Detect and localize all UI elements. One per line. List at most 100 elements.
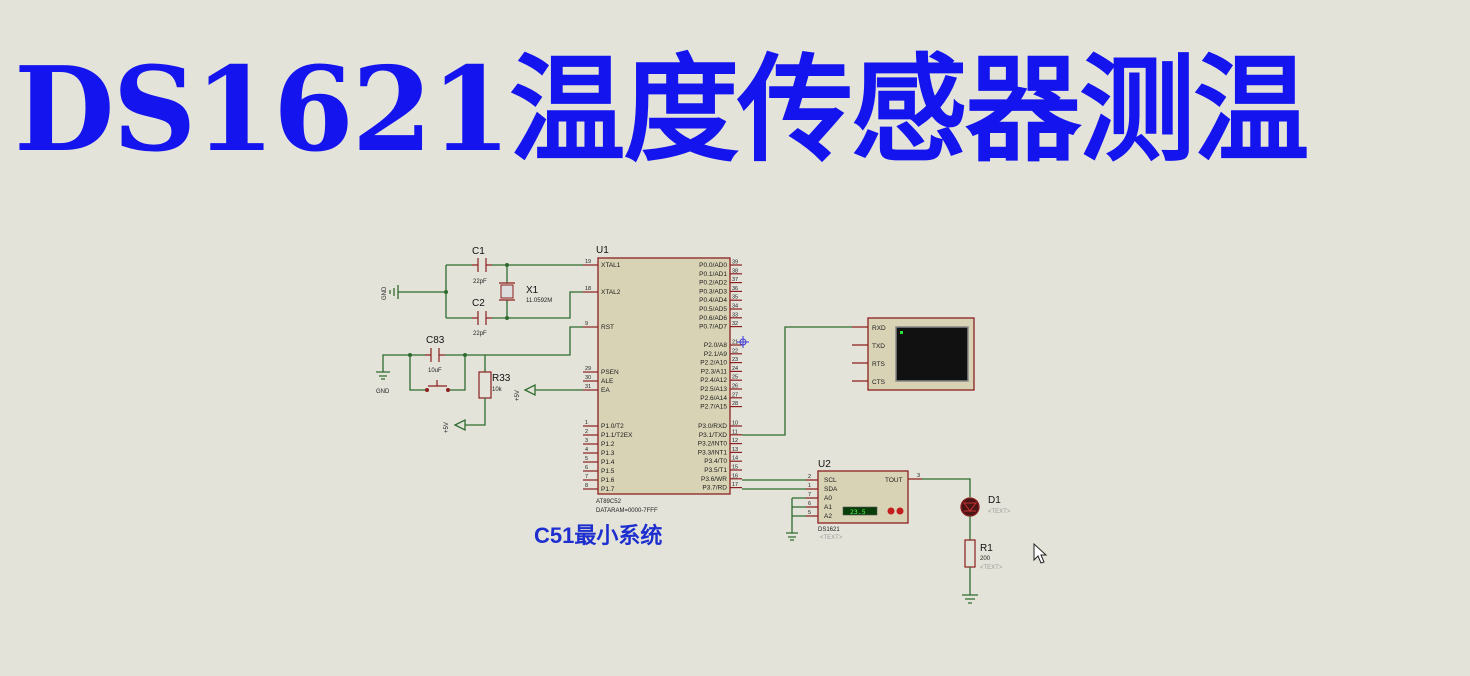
terminal-cursor [900, 331, 903, 334]
sensor-pinnum-7: 7 [808, 492, 811, 498]
c1-ref: C1 [472, 246, 485, 257]
mcu-left-pin-name: P1.0/T2 [601, 423, 624, 430]
crosshair-icon [737, 336, 749, 348]
sensor-text: <TEXT> [820, 535, 843, 541]
resistor-ref: R1 [980, 543, 993, 554]
mcu-left-pin-name: P1.6 [601, 477, 615, 484]
mouse-pointer-icon [1033, 542, 1048, 564]
mcu-body[interactable] [597, 257, 731, 495]
crystal-circuit[interactable]: GND C1 22pF C2 22pF X1 11.0592M [382, 246, 583, 337]
mcu-left-pin-name: P1.4 [601, 459, 615, 466]
x1-value: 11.0592M [526, 298, 552, 304]
terminal-pin-txd: TXD [872, 343, 885, 350]
mcu-right-pin-name: P3.0/RXD [698, 423, 727, 430]
mcu-right-pin-name: P3.6/WR [701, 476, 727, 483]
banner-title: DS1621温度传感器测温 [14, 42, 1309, 178]
mcu-left-pin-number: 6 [585, 465, 588, 471]
sensor-pinnum-5: 5 [808, 510, 811, 516]
mcu-left-pin-name: P1.3 [601, 450, 615, 457]
mcu-right-pin-number: 26 [732, 384, 738, 390]
mcu-ref: U1 [596, 245, 609, 256]
mcu-right-pin-name: P0.1/AD1 [699, 271, 727, 278]
resistor-r1-body[interactable] [964, 539, 976, 568]
mcu-left-pin-number: 4 [585, 447, 588, 453]
mcu-right-pin-name: P2.5/A13 [700, 386, 727, 393]
sensor-pin-sda: SDA [824, 486, 838, 493]
vcc-label-2: +5V [515, 390, 521, 401]
mcu-left-pin-number: 9 [585, 321, 588, 327]
led-d1-body[interactable] [960, 497, 980, 517]
led-ref: D1 [988, 495, 1001, 506]
sensor-pinnum-6: 6 [808, 501, 811, 507]
virtual-terminal[interactable]: RXD TXD RTS CTS [852, 317, 975, 391]
sensor-lcd-value: 23.5 [850, 508, 866, 516]
sensor-pin-scl: SCL [824, 477, 837, 484]
mcu-right-pin-number: 33 [732, 312, 738, 318]
reset-circuit[interactable]: +5V GND C83 10uF R33 10k +5V [376, 326, 583, 433]
mcu-left-pin-number: 18 [585, 286, 591, 292]
sensor-u2[interactable]: U2 SCL SDA A0 A1 A2 2 1 7 6 5 TOUT 3 23.… [806, 459, 922, 541]
caption-label: C51最小系统 [534, 523, 662, 548]
c2-ref: C2 [472, 298, 485, 309]
c1-value: 22pF [473, 279, 487, 285]
mcu-right-pin-name: P0.2/AD2 [699, 280, 727, 287]
mcu-right-pin-name: P3.2/INT0 [698, 441, 728, 448]
i2c-wires [742, 479, 806, 541]
mcu-right-pin-number: 25 [732, 375, 738, 381]
r33-ref: R33 [492, 373, 511, 384]
mcu-left-pin-name: EA [601, 387, 610, 394]
sensor-pinnum-2: 2 [808, 474, 811, 480]
sensor-down-button[interactable] [887, 507, 895, 515]
c83-value: 10uF [428, 368, 442, 374]
mcu-right-pin-name: P2.4/A12 [700, 377, 727, 384]
r33-value: 10k [492, 387, 503, 393]
mcu-right-pin-name: P3.7/RD [702, 485, 727, 492]
terminal-pin-rts: RTS [872, 361, 886, 368]
mcu-right-pin-name: P3.3/INT1 [698, 449, 728, 456]
mcu-right-pin-name: P0.0/AD0 [699, 262, 727, 269]
mcu-right-pin-number: 10 [732, 421, 738, 427]
x1-ref: X1 [526, 285, 539, 296]
mcu-left-pin-name: P1.1/T2EX [601, 432, 633, 439]
mcu-right-pin-number: 34 [732, 304, 738, 310]
mcu-right-pin-name: P0.4/AD4 [699, 297, 727, 304]
mcu-left-pin-number: 19 [585, 259, 591, 265]
sensor-pin-a2: A2 [824, 513, 832, 520]
terminal-screen[interactable] [895, 326, 969, 382]
mcu-right-pin-name: P0.7/AD7 [699, 324, 727, 331]
sensor-pin-a0: A0 [824, 495, 832, 502]
mcu-right-pin-name: P0.5/AD5 [699, 306, 727, 313]
mcu-right-pin-number: 16 [732, 473, 738, 479]
mcu-right-pin-number: 39 [732, 260, 738, 266]
mcu-right-pin-name: P3.1/TXD [699, 432, 727, 439]
sensor-lcd [842, 506, 878, 516]
mcu-right-pin-number: 35 [732, 295, 738, 301]
mcu-part: AT89C52 [596, 499, 622, 505]
mcu-right-pin-name: P2.0/A8 [704, 342, 728, 349]
mcu-left-pin-number: 1 [585, 420, 588, 426]
mcu-right-pin-number: 13 [732, 447, 738, 453]
gnd-label-1: GND [382, 286, 388, 300]
mcu-right-pin-number: 14 [732, 456, 738, 462]
mcu-right-pin-number: 28 [732, 401, 738, 407]
mcu-right-pin-number: 21 [732, 340, 738, 346]
led-text: <TEXT> [988, 509, 1011, 515]
led-circuit[interactable]: D1 <TEXT> R1 200 <TEXT> [922, 478, 1011, 604]
mcu-right-pin-name: P2.3/A11 [701, 368, 728, 375]
mcu-right-pins: 39P0.0/AD038P0.1/AD137P0.2/AD236P0.3/AD3… [698, 260, 742, 492]
terminal-pin-rxd: RXD [872, 325, 886, 332]
mcu-left-pin-number: 30 [585, 375, 591, 381]
gnd-label-2: GND [376, 389, 390, 395]
mcu-left-pin-number: 5 [585, 456, 588, 462]
mcu-right-pin-number: 22 [732, 348, 738, 354]
mcu-left-pin-number: 3 [585, 438, 588, 444]
mcu-right-pin-number: 23 [732, 357, 738, 363]
mcu-left-pin-number: 29 [585, 366, 591, 372]
mcu-left-pin-name: ALE [601, 378, 614, 385]
mcu-left-pin-name: P1.5 [601, 468, 615, 475]
mcu-left-pin-name: P1.2 [601, 441, 615, 448]
sensor-up-button[interactable] [896, 507, 904, 515]
sensor-pin-a1: A1 [824, 504, 832, 511]
